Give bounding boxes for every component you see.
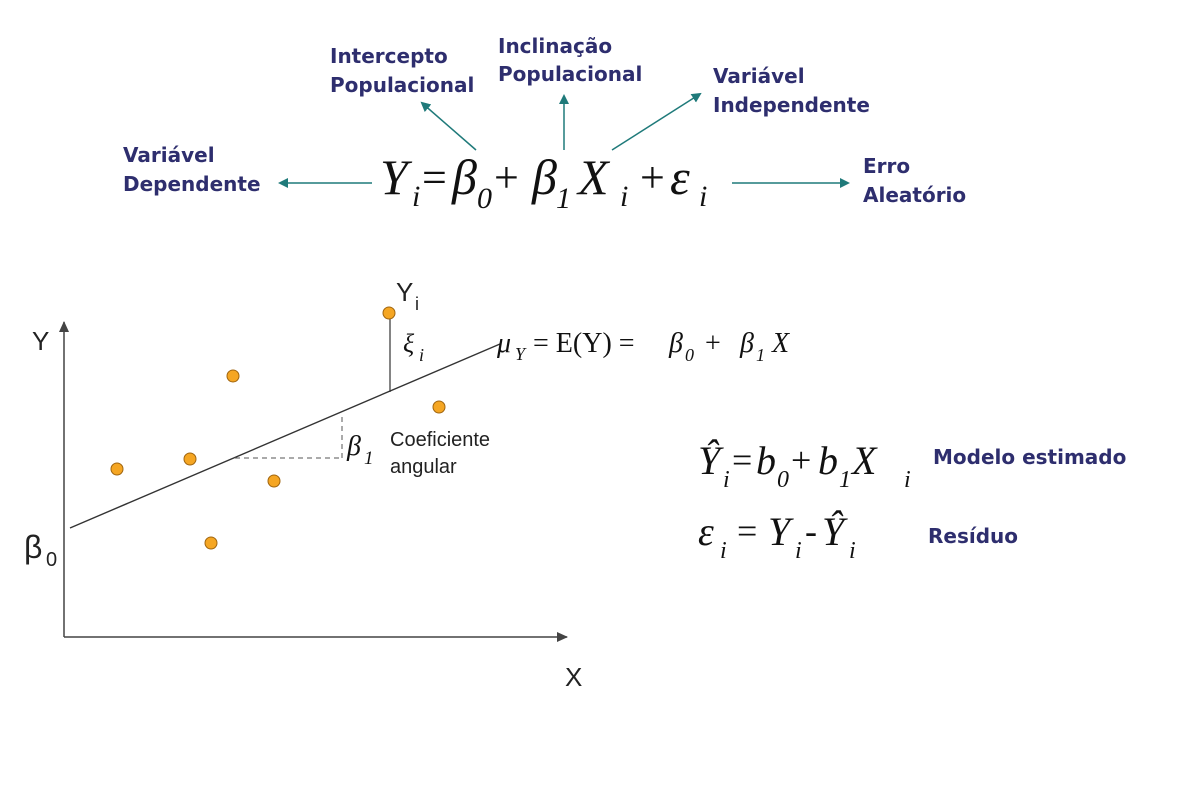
line-eq-mu: μ [496,328,511,359]
residual-equation: ε i = Y i - Ŷ i [698,509,856,564]
estimated-model-label: Modelo estimado [933,445,1126,469]
line-eq-beta0: β [668,328,683,359]
population-regression-equation: Y i = β 0 + β 1 X i + ε i [380,149,707,215]
res-Y-sub: i [795,538,802,564]
eq-beta0: β [451,149,477,205]
res-minus: - [805,511,817,551]
res-Yhat-sub: i [849,538,856,564]
regression-line [69,343,501,529]
est-b1: b [818,438,838,483]
dependent-label-line2: Dependente [123,172,261,196]
eq-Y: Y [380,149,413,205]
population-line-equation: μ Y = E(Y) = β 0 + β 1 X [496,328,790,365]
intercept-label-line2: Populacional [330,73,474,97]
est-X-sub: i [904,467,911,493]
eq-Y-sub-i: i [412,180,420,213]
res-epsilon-sub: i [720,538,727,564]
est-b0-sub: 0 [777,467,789,493]
data-points [110,306,446,550]
res-epsilon: ε [698,509,714,554]
est-Yhat: Ŷ [698,438,724,483]
data-point [204,536,218,550]
slope-caption-line1: Coeficiente [390,429,490,451]
data-point-yi [382,306,396,320]
arrow-to-independent [611,92,702,151]
beta1-slope-sub: 1 [364,448,374,469]
est-equals: = [732,440,752,480]
res-Yhat: Ŷ [822,509,848,554]
slope-label-line2: Populacional [498,62,642,86]
eq-beta1-sub: 1 [556,182,571,215]
line-eq-X: X [765,328,790,359]
arrow-to-intercept [420,101,477,151]
beta0-intercept-sub: 0 [46,549,57,571]
dependent-label-line1: Variável [123,143,215,167]
eq-X-sub-i: i [620,180,628,213]
est-plus: + [791,440,811,480]
residual-xi-symbol: ξ [403,329,415,358]
y-axis-label: Y [32,326,49,356]
res-Y: Y [768,509,794,554]
est-b0: b [756,438,776,483]
slope-caption-line2: angular [390,456,457,478]
residual-label: Resíduo [928,524,1018,548]
beta0-intercept-symbol: β [24,529,42,565]
line-eq-plus: + [698,328,728,359]
error-label-line2: Aleatório [863,183,966,207]
eq-plus1: + [494,153,519,202]
x-axis-label: X [565,662,582,692]
eq-beta0-sub: 0 [477,182,492,215]
data-point [267,474,281,488]
eq-beta1: β [531,149,557,205]
est-X: X [850,438,878,483]
data-point [432,400,446,414]
intercept-label-line1: Intercepto [330,44,448,68]
line-eq-expectation: = E(Y) = [526,328,642,359]
data-point [110,462,124,476]
intercept-label: Intercepto Populacional [330,44,474,97]
eq-epsilon: ε [670,149,690,205]
eq-epsilon-sub-i: i [699,180,707,213]
dependent-variable-label: Variável Dependente [123,143,261,196]
slope-label: Inclinação Populacional [498,34,642,86]
slope-label-line1: Inclinação [498,34,612,58]
line-eq-mu-sub: Y [515,344,527,364]
yi-point-label: Y [396,277,413,307]
line-eq-beta1-sub: 1 [756,345,765,365]
est-Yhat-sub: i [723,467,730,493]
eq-X: X [576,149,611,205]
beta1-slope-symbol: β [346,431,361,462]
yi-point-label-sub: i [415,294,419,314]
eq-equals: = [422,153,447,202]
residual-xi-sub: i [419,345,424,365]
res-equals: = [728,511,757,551]
error-label-line1: Erro [863,154,910,178]
est-b1-sub: 1 [839,467,851,493]
independent-label-line2: Independente [713,93,870,117]
independent-label-line1: Variável [713,64,805,88]
data-point [183,452,197,466]
line-eq-beta0-sub: 0 [685,345,694,365]
eq-plus2: + [640,153,665,202]
line-eq-beta1: β [739,328,754,359]
independent-variable-label: Variável Independente [713,64,870,117]
data-point [226,369,240,383]
estimated-model-equation: Ŷ i = b 0 + b 1 X i [698,438,911,493]
random-error-label: Erro Aleatório [863,154,966,207]
